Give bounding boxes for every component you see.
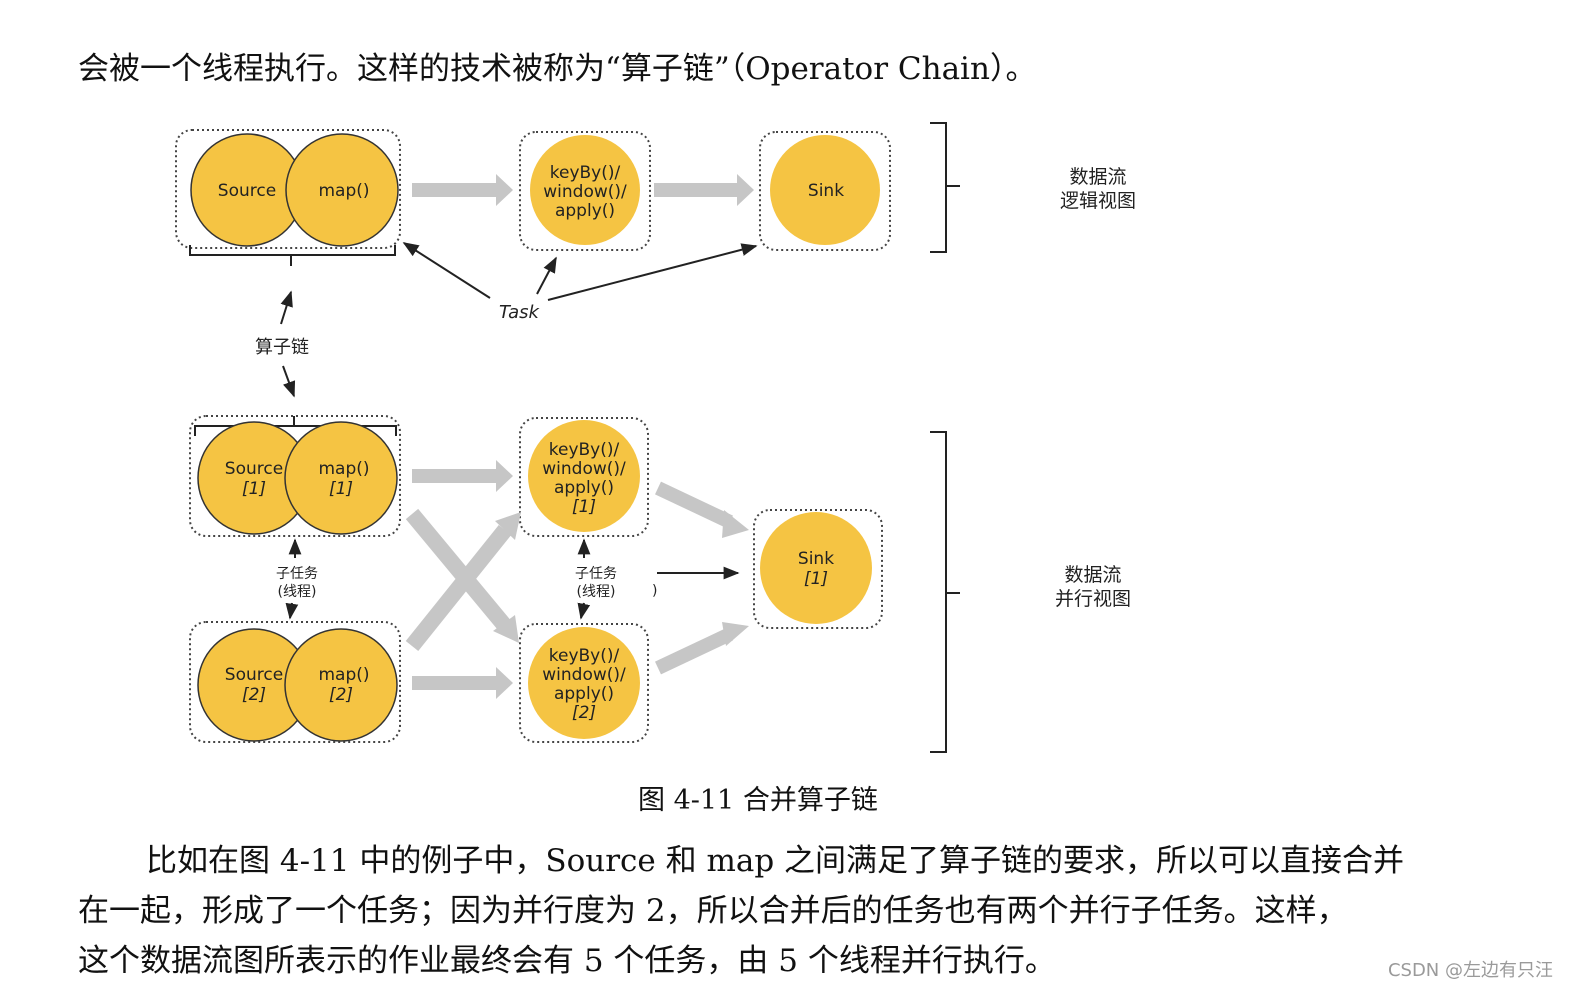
keyby-1-node [528, 420, 640, 532]
chain-brace-top [189, 245, 396, 266]
keyby-label-3: apply() [555, 201, 615, 221]
subtask-left-label-2: (线程) [278, 584, 317, 600]
source-2-label: Source [225, 665, 283, 685]
flow-arrow-map-keyby [412, 174, 513, 206]
source-label: Source [218, 181, 276, 201]
keyby-2-label-1: keyBy()/ [549, 646, 620, 666]
task-arrow-1 [402, 242, 491, 299]
flow-cross-2-1 [405, 524, 512, 652]
task-box-source-map-1 [189, 415, 401, 537]
flow-arrow-keyby2-sink-head [722, 622, 749, 646]
flow-cross-2-1-head [495, 512, 521, 540]
subtask-arrow-left-down [285, 602, 299, 620]
keyby-2-label-3: apply() [554, 684, 614, 704]
chain-label: 算子链 [255, 337, 309, 358]
task-label: Task [499, 302, 541, 323]
parallel-view-label-1: 数据流 [1064, 564, 1121, 586]
stray-paren: ) [652, 583, 657, 599]
task-arrow-2 [536, 256, 557, 295]
map-1-node [284, 421, 398, 535]
paragraph-body-line-2: 在一起，形成了一个任务；因为并行度为 2，所以合并后的任务也有两个并行子任务。这… [78, 893, 1348, 929]
keyby-2-label-2: window()/ [542, 665, 626, 685]
flow-arrow-keyby-sink [654, 174, 754, 206]
map-1-label: map() [318, 459, 369, 479]
flow-arrow-1-1 [412, 460, 513, 492]
bracket-parallel [930, 431, 960, 753]
task-box-source-map [175, 129, 401, 249]
flow-arrow-keyby1-sink-head [722, 510, 749, 538]
parallel-view-label-2: 并行视图 [1055, 588, 1131, 610]
task-box-sink-parallel [753, 509, 883, 629]
paragraph-body-line-3: 这个数据流图所表示的作业最终会有 5 个任务，由 5 个线程并行执行。 [78, 943, 1056, 979]
flow-arrow-2-2 [412, 667, 513, 699]
task-box-keyby [519, 131, 651, 251]
watermark: CSDN @左边有只汪 [1387, 960, 1553, 981]
chain-arrow-up [280, 290, 293, 325]
bracket-logical [930, 122, 960, 253]
task-arrow-3 [547, 243, 758, 301]
source-1-label: Source [225, 459, 283, 479]
map-2-node [284, 628, 398, 742]
subtask-mid-label-2: (线程) [577, 584, 616, 600]
paragraph-top: 会被一个线程执行。这样的技术被称为“算子链”（Operator Chain）。 [78, 51, 1037, 87]
paragraph-body-line-1: 比如在图 4-11 中的例子中，Source 和 map 之间满足了算子链的要求… [146, 843, 1405, 879]
flow-arrow-keyby1-sink [655, 481, 733, 529]
sink-1-node [760, 512, 872, 624]
keyby-2-node [528, 627, 640, 739]
chain-arrow-down [282, 365, 296, 398]
flow-cross-1-2 [405, 508, 512, 632]
map-node [285, 133, 399, 247]
keyby-1-index: [1] [572, 497, 596, 517]
task-box-keyby-1 [519, 417, 649, 537]
keyby-label-2: window()/ [543, 182, 627, 202]
logical-view-label-2: 逻辑视图 [1060, 190, 1136, 212]
keyby-1-label-2: window()/ [542, 459, 626, 479]
keyby-label-1: keyBy()/ [550, 163, 621, 183]
keyby-2-index: [2] [572, 703, 596, 723]
keyby-node [530, 135, 640, 245]
map-label: map() [318, 181, 369, 201]
source-2-index: [2] [242, 685, 266, 705]
flow-arrow-keyby2-sink [655, 627, 733, 675]
source-1-index: [1] [242, 479, 266, 499]
subtask-mid-label-1: 子任务 [575, 566, 617, 582]
task-box-keyby-2 [519, 623, 649, 743]
subtask-arrow-mid-down [577, 602, 591, 620]
logical-view-label-1: 数据流 [1069, 166, 1126, 188]
task-box-sink [759, 131, 891, 251]
figure-caption: 图 4-11 合并算子链 [638, 785, 878, 816]
sink-node [770, 135, 880, 245]
sink-1-index: [1] [804, 569, 828, 589]
sink-label: Sink [808, 181, 844, 201]
sink-1-label: Sink [798, 549, 834, 569]
map-1-index: [1] [329, 479, 353, 499]
map-2-label: map() [318, 665, 369, 685]
subtask-left-label-1: 子任务 [276, 566, 318, 582]
paragraph-body: 比如在图 4-11 中的例子中，Source 和 map 之间满足了算子链的要求… [78, 836, 1404, 986]
keyby-1-label-3: apply() [554, 478, 614, 498]
task-box-source-map-2 [189, 621, 401, 743]
flow-cross-1-2-head [493, 615, 519, 643]
keyby-1-label-1: keyBy()/ [549, 440, 620, 460]
map-2-index: [2] [329, 685, 353, 705]
